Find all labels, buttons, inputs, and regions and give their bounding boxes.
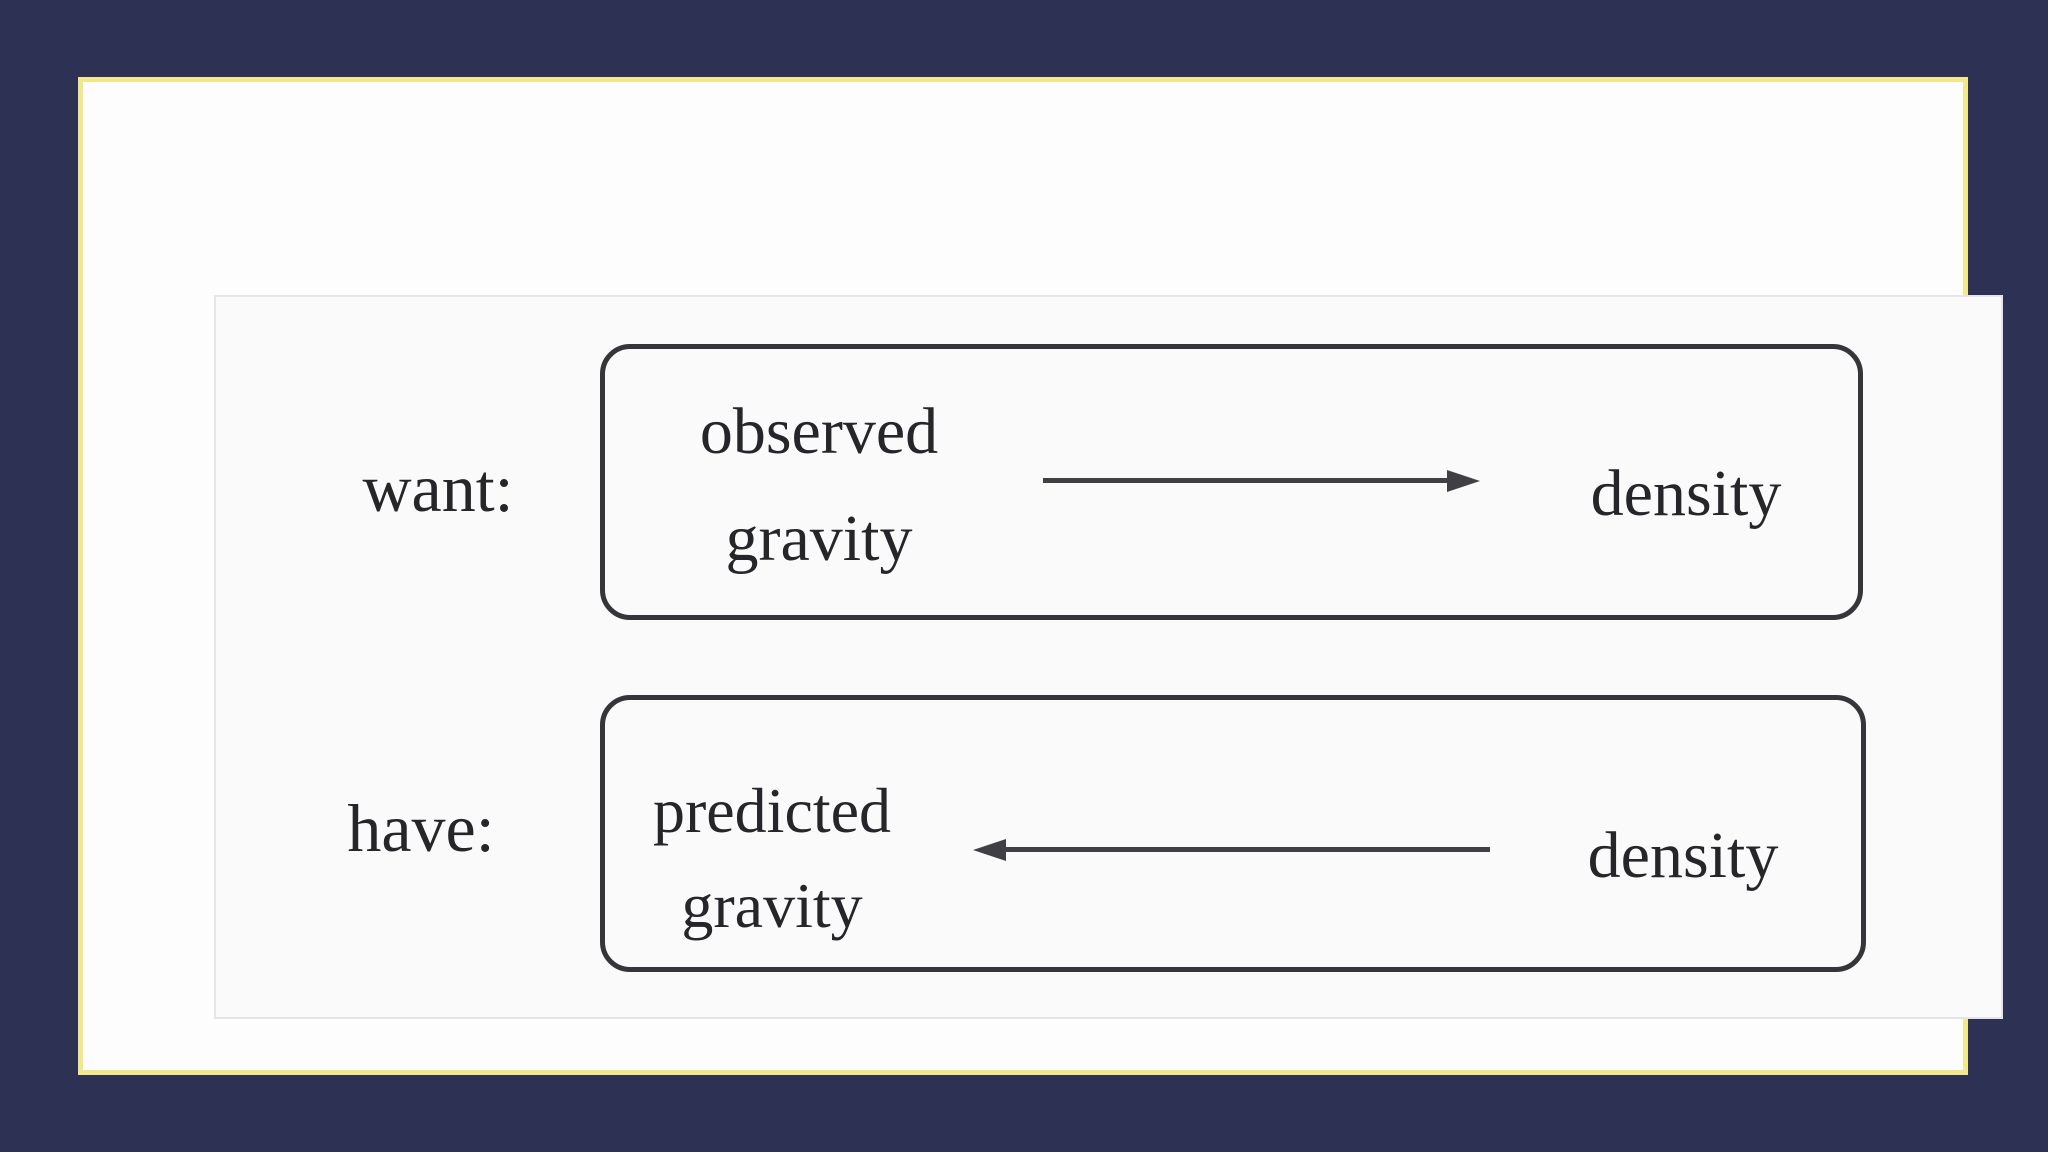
arrow-right-head-icon (1447, 469, 1480, 492)
arrow-right-icon (1043, 469, 1480, 492)
observed-gravity-text: observed gravity (639, 378, 999, 592)
predicted-gravity-line2: gravity (681, 870, 863, 941)
predicted-gravity-box (600, 695, 1866, 972)
observed-gravity-box (600, 344, 1863, 620)
figure-panel (214, 295, 2003, 1019)
density-label-top: density (1590, 457, 1782, 530)
arrow-left-icon (973, 838, 1490, 861)
observed-gravity-line1: observed (699, 395, 939, 468)
slide: want: observed gravity density have: pre… (78, 77, 2003, 1075)
observed-gravity-line2: gravity (725, 502, 913, 575)
predicted-gravity-text: predicted gravity (592, 763, 952, 953)
density-label-bottom: density (1587, 819, 1779, 892)
predicted-gravity-line1: predicted (652, 775, 892, 846)
arrow-left-head-icon (973, 838, 1006, 861)
want-label: want: (362, 450, 514, 526)
have-label: have: (347, 790, 495, 866)
